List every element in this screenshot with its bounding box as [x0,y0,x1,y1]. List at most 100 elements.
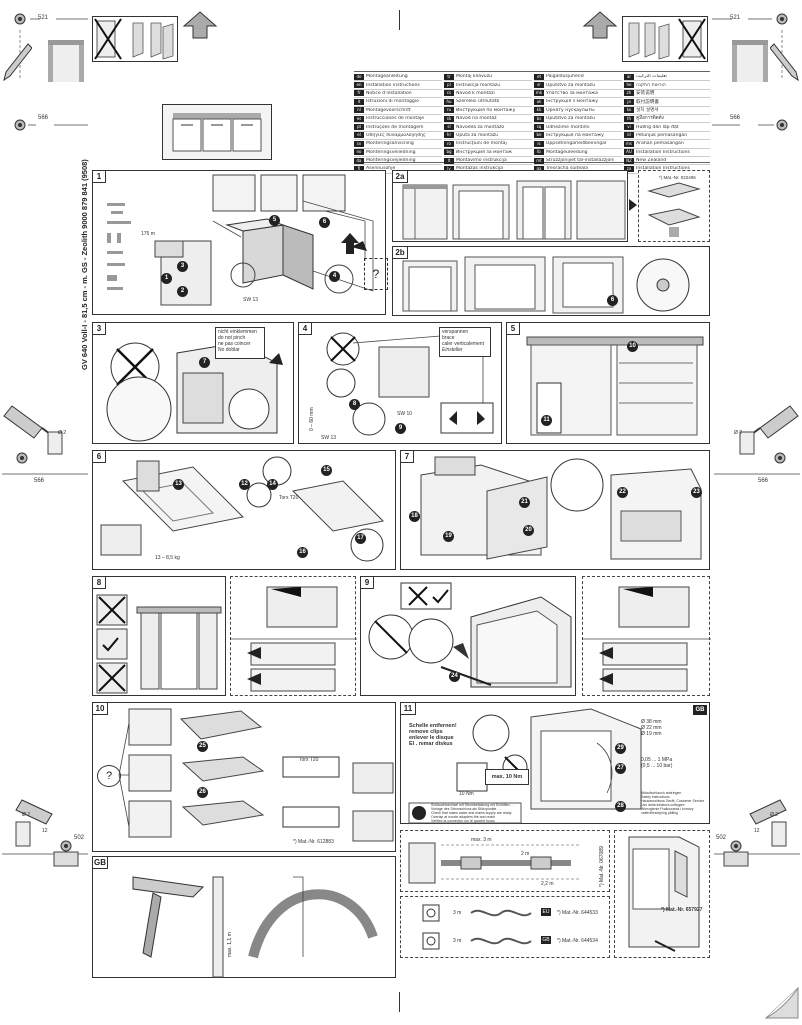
language-text: Інструкцыя па мантажу [546,132,604,138]
language-code: es [354,115,364,122]
callout-13: 13 [173,479,184,490]
language-code: cs [444,90,454,97]
step-panel-2b: 2b 6 [392,246,710,316]
mid-right-register-mark [712,110,802,140]
language-text: Navodila za montažo [456,124,505,130]
language-text: Installation Instructions [636,166,690,172]
gb-note-2: Vorlage des Stromschluss als Stützpunkte… [431,807,503,811]
sw13-label: SW 13 [321,435,337,441]
plug-length-2: 3 m [453,938,462,944]
language-code: da [354,157,364,164]
callout-28: 28 [615,801,626,812]
gb-note-3: Check that mains water and mains supply … [431,811,512,815]
language-text: Montageuleedung [546,149,588,155]
language-text: Instrucciones de montaje [366,116,425,122]
drill-diameter: Ø 2 [58,430,67,436]
step-panel-9-detail [582,576,711,696]
language-code: et [534,73,544,80]
language-code: ar [624,73,634,80]
bottom-right-drill-illustration: Ø 2 12 [714,792,800,872]
language-text: Uputa za montažu [456,132,499,138]
ac-note-6: vattenförsörjning pålitlig [641,811,678,815]
panel-number: GB [93,857,108,869]
callout-20: 20 [523,525,534,536]
language-code: bg [444,149,454,156]
step-panel-2a-detail: *) Mat.-Nr. 022496 [638,170,710,242]
callout-10: 10 [627,341,638,352]
callout-17: 17 [355,533,366,544]
language-text: Montāžas instrukcija [456,166,504,172]
language-code: he [624,82,634,89]
language-code: en [354,82,364,89]
language-text: Asennusohje [366,166,396,172]
clip-warning-note: Schelle entfernen! remove clips enlever … [409,723,457,759]
up-arrow-right-icon [582,10,618,40]
callout-26: 26 [197,787,208,798]
language-code: fi [354,165,364,172]
callout-6: 6 [607,295,618,306]
clip-line-1: Schelle entfernen! [409,723,457,729]
language-text: Інструкція з монтажу [546,99,599,105]
language-code: pt [354,124,364,131]
drill-depth: 12 [42,828,48,834]
height-dim: max. 1,1 m [227,932,233,957]
callout-18: 18 [409,511,420,522]
language-text: Monteringsvejledning [366,158,416,164]
callout-24: 24 [449,671,460,682]
language-code: el [354,132,364,139]
language-code: fr [354,90,364,97]
language-text: Monteringsanvisning [366,141,414,147]
pressure: 0,05 ... 1 MPa [641,757,673,763]
language-text: Uputstvo za montažu [546,116,595,122]
step-panel-3: 3 7 nicht einklemmen do not pinch ne pas… [92,322,294,444]
callout-27: 27 [615,763,626,774]
bottom-left-drill-illustration: Ø 2 12 [2,792,88,872]
gb-note-4: Overlap at nozzle adapters the and reach [431,815,496,819]
top-right-cabinet-block [730,40,770,82]
side-panel-right: *) Mat.-Nr. 657927 [614,830,710,958]
callout-9: 9 [395,423,406,434]
step-panel-4: 4 verspannen brace caler verticalement E… [298,322,502,444]
top-right-dim: 521 [730,15,741,21]
language-code: th [624,115,634,122]
language-text: تعليمات التركيب [636,74,667,80]
panel-number: 10 [93,703,108,715]
panel-number: 2a [393,171,408,183]
callout-6: 6 [319,217,330,228]
language-text: Montagevoorschrift [366,107,411,113]
language-code: hr [444,132,454,139]
language-code: ro [444,140,454,147]
callout-19: 19 [443,531,454,542]
step-panel-11: 11 Schelle entfernen! remove clips enlev… [400,702,710,824]
hose-dim-2: 2 m [521,851,530,857]
question-mark: ? [105,770,113,782]
left-drill-illustration: Ø 2 [2,396,88,486]
pressure-bar: (0,5 ... 10 bar) [641,763,673,769]
torx-label: Torx T20 [279,495,299,501]
clip-line-3: enlever le disque [409,735,454,741]
language-text: Petunjuk pemasangan [636,132,688,138]
page-curl-icon [764,986,800,1020]
callout-5: 5 [269,215,280,226]
language-text: Návod na montáž [456,116,497,122]
language-code: is [534,140,544,147]
language-text: Οδηγίες συναρμολόγησης [366,132,426,138]
panel-number: 9 [361,577,374,589]
language-code: pl [444,82,454,89]
language-text: New Zealand [636,158,667,164]
